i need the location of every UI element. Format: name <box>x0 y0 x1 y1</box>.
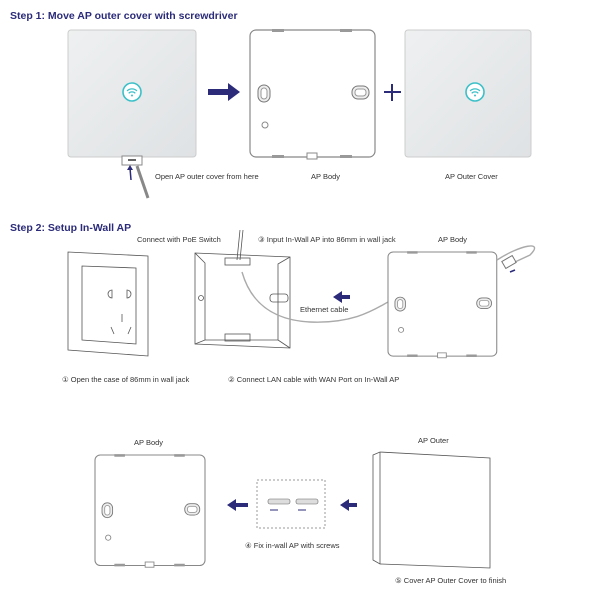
arrow-left-icon <box>340 499 357 511</box>
arrow-right-icon <box>208 83 240 101</box>
open-cover-label: Open AP outer cover from here <box>155 172 259 181</box>
ap-outer-box <box>372 451 491 569</box>
connect-lan-label: ② Connect LAN cable with WAN Port on In-… <box>228 375 400 384</box>
ap-body-label: AP Body <box>134 438 164 447</box>
ethernet-plug-icon <box>496 245 536 273</box>
ap-outer-label: AP Outer <box>418 436 449 445</box>
wifi-icon <box>122 82 142 102</box>
screwdriver-icon <box>127 165 150 199</box>
arrow-left-icon <box>227 499 248 511</box>
finish-label: ⑤ Cover AP Outer Cover to finish <box>395 576 507 585</box>
ap-body-3 <box>94 453 206 568</box>
ap-outer-cover-label: AP Outer Cover <box>445 172 498 181</box>
ap-body-label: AP Body <box>438 235 468 244</box>
ap-body-label: AP Body <box>311 172 341 181</box>
ap-body-1 <box>249 28 376 160</box>
ap-outer-cover <box>404 29 532 158</box>
input-ap-label: ③ Input In-Wall AP into 86mm in wall jac… <box>258 235 396 244</box>
open-case-label: ① Open the case of 86mm in wall jack <box>62 375 190 384</box>
fix-screws-label: ④ Fix in-wall AP with screws <box>245 541 340 550</box>
step2-title: Step 2: Setup In-Wall AP <box>10 222 132 234</box>
ap-panel-closed <box>67 29 197 166</box>
wifi-icon <box>465 82 485 102</box>
plus-icon <box>384 84 401 101</box>
wall-jack-box <box>194 229 393 349</box>
ethernet-cable-label: Ethernet cable <box>300 305 349 314</box>
wall-socket <box>67 251 149 357</box>
screws <box>256 479 326 529</box>
ap-body-2 <box>387 250 498 359</box>
arrow-left-icon <box>333 291 350 303</box>
poe-switch-label: Connect with PoE Switch <box>137 235 221 244</box>
step1-title: Step 1: Move AP outer cover with screwdr… <box>10 10 238 22</box>
